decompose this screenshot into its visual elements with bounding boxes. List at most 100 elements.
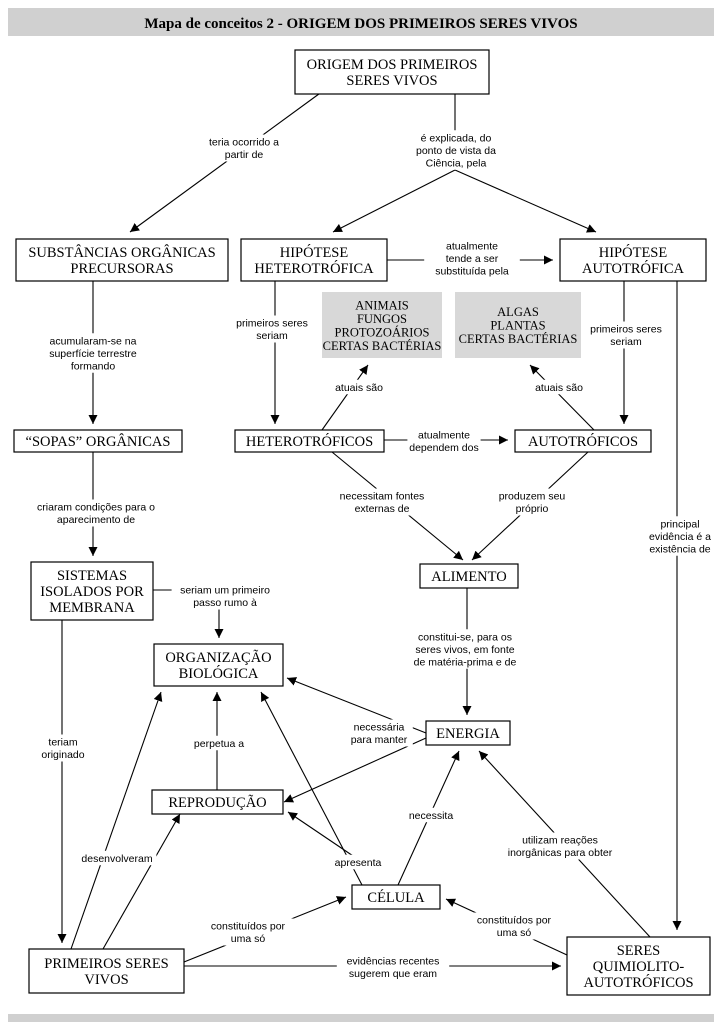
node-organizacao-line: BIOLÓGICA [179,665,259,682]
label-criaram-line: criaram condições para o [37,502,155,514]
node-sopas-line: “SOPAS” ORGÂNICAS [26,433,171,450]
label-principal-line: existência de [649,543,710,555]
label-teria-ocorrido-line: teria ocorrido a [209,137,279,149]
node-quimio-line: AUTOTRÓFICOS [583,974,693,991]
node-origem-line: SERES VIVOS [346,73,437,89]
node-quimio-line: SERES [617,943,661,959]
map-title: Mapa de conceitos 2 - ORIGEM DOS PRIMEIR… [144,16,577,32]
edge-hetero-animais [321,364,369,431]
label-constituidos-2-line: constituídos por [477,915,552,927]
label-primeiros-seres-seriam-1-line: primeiros seres [236,318,308,330]
label-e-explicada-line: ponto de vista da [416,145,496,157]
node-celula: CÉLULA [351,884,441,910]
label-constituidos-1-line: uma só [231,933,266,945]
node-hip-aut-line: HIPÓTESE [599,244,668,261]
node-animais-line: CERTAS BACTÉRIAS [323,339,442,353]
node-algas-line: ALGAS [497,305,539,319]
label-produzem-line: produzem seu [499,491,566,503]
label-seriam-um-primeiro-line: seriam um primeiro [180,585,270,597]
node-celula-line: CÉLULA [367,889,425,906]
label-constitui-se-line: seres vivos, em fonte [415,644,514,656]
label-utilizam-line: inorgânicas para obter [508,847,613,859]
node-algas-line: PLANTAS [490,319,545,333]
label-teriam-originado-line: originado [41,749,84,761]
node-sistemas-line: MEMBRANA [49,600,135,616]
label-necessaria-line: necessária [354,722,405,734]
label-necessita: necessita [402,807,460,823]
node-autotroficos: AUTOTRÓFICOS [514,429,652,453]
node-heterotroficos-line: HETEROTRÓFICOS [246,433,373,450]
label-desenvolveram: desenvolveram [77,850,157,866]
label-necessaria-line: para manter [351,734,408,746]
label-perpetua: perpetua a [188,735,250,751]
node-hip-aut-line: AUTOTRÓFICA [582,260,685,277]
label-apresenta: apresenta [329,854,387,870]
label-atualmente-dependem-line: dependem dos [409,442,478,454]
edge-split-hipaut [454,169,597,233]
node-organizacao-line: ORGANIZAÇÃO [165,650,271,666]
footer-bar [8,1014,714,1022]
label-constituidos-2-line: uma só [497,927,532,939]
edge-primeiros-organizacao [70,691,163,950]
node-animais-line: ANIMAIS [355,298,409,312]
edge-energia-reproducao [283,737,427,803]
label-atualmente-tende-line: tende a ser [446,253,499,265]
label-evidencias-line: evidências recentes [347,956,440,968]
node-energia-line: ENERGIA [436,726,500,742]
label-evidencias-line: sugerem que eram [349,968,437,980]
label-atuais-sao-2-line: atuais são [535,382,583,394]
label-e-explicada-line: Ciência, pela [426,157,487,169]
node-origem-line: ORIGEM DOS PRIMEIROS [307,57,478,73]
edge-primeiros-reproducao [102,813,181,950]
node-hip-het-line: HIPÓTESE [280,244,349,261]
label-criaram-line: aparecimento de [57,514,135,526]
node-sopas: “SOPAS” ORGÂNICAS [13,429,183,453]
node-reproducao-line: REPRODUÇÃO [168,795,266,811]
node-hip-het-line: HETEROTRÓFICA [254,260,374,277]
node-quimio-line: QUIMIOLITO- [593,959,685,975]
edge-auto-algas [529,364,595,431]
label-atualmente-tende-line: substituída pela [435,265,509,277]
label-desenvolveram-line: desenvolveram [81,853,152,865]
label-teriam-originado-line: teriam [48,737,77,749]
label-primeiros-seres-seriam-2-line: primeiros seres [590,324,662,336]
node-substancias-line: PRECURSORAS [70,261,173,277]
label-produzem-line: próprio [516,503,549,515]
label-perpetua-line: perpetua a [194,738,244,750]
node-primeiros-line: VIVOS [84,972,128,988]
label-primeiros-seres-seriam-2-line: seriam [610,336,642,348]
label-atuais-sao-1-line: atuais são [335,382,383,394]
label-constituidos-1-line: constituídos por [211,921,286,933]
edge-apresenta-reproducao [287,811,363,863]
edge-celula-organizacao [260,691,363,886]
label-principal-line: evidência é a [649,531,711,543]
node-autotroficos-line: AUTOTRÓFICOS [528,433,638,450]
node-alimento: ALIMENTO [419,563,519,589]
node-substancias-line: SUBSTÂNCIAS ORGÂNICAS [28,244,215,261]
label-atualmente-tende-line: atualmente [446,240,498,252]
label-acumularam-line: formando [71,360,116,372]
node-reproducao: REPRODUÇÃO [151,789,284,815]
node-animais-line: FUNGOS [357,312,407,326]
